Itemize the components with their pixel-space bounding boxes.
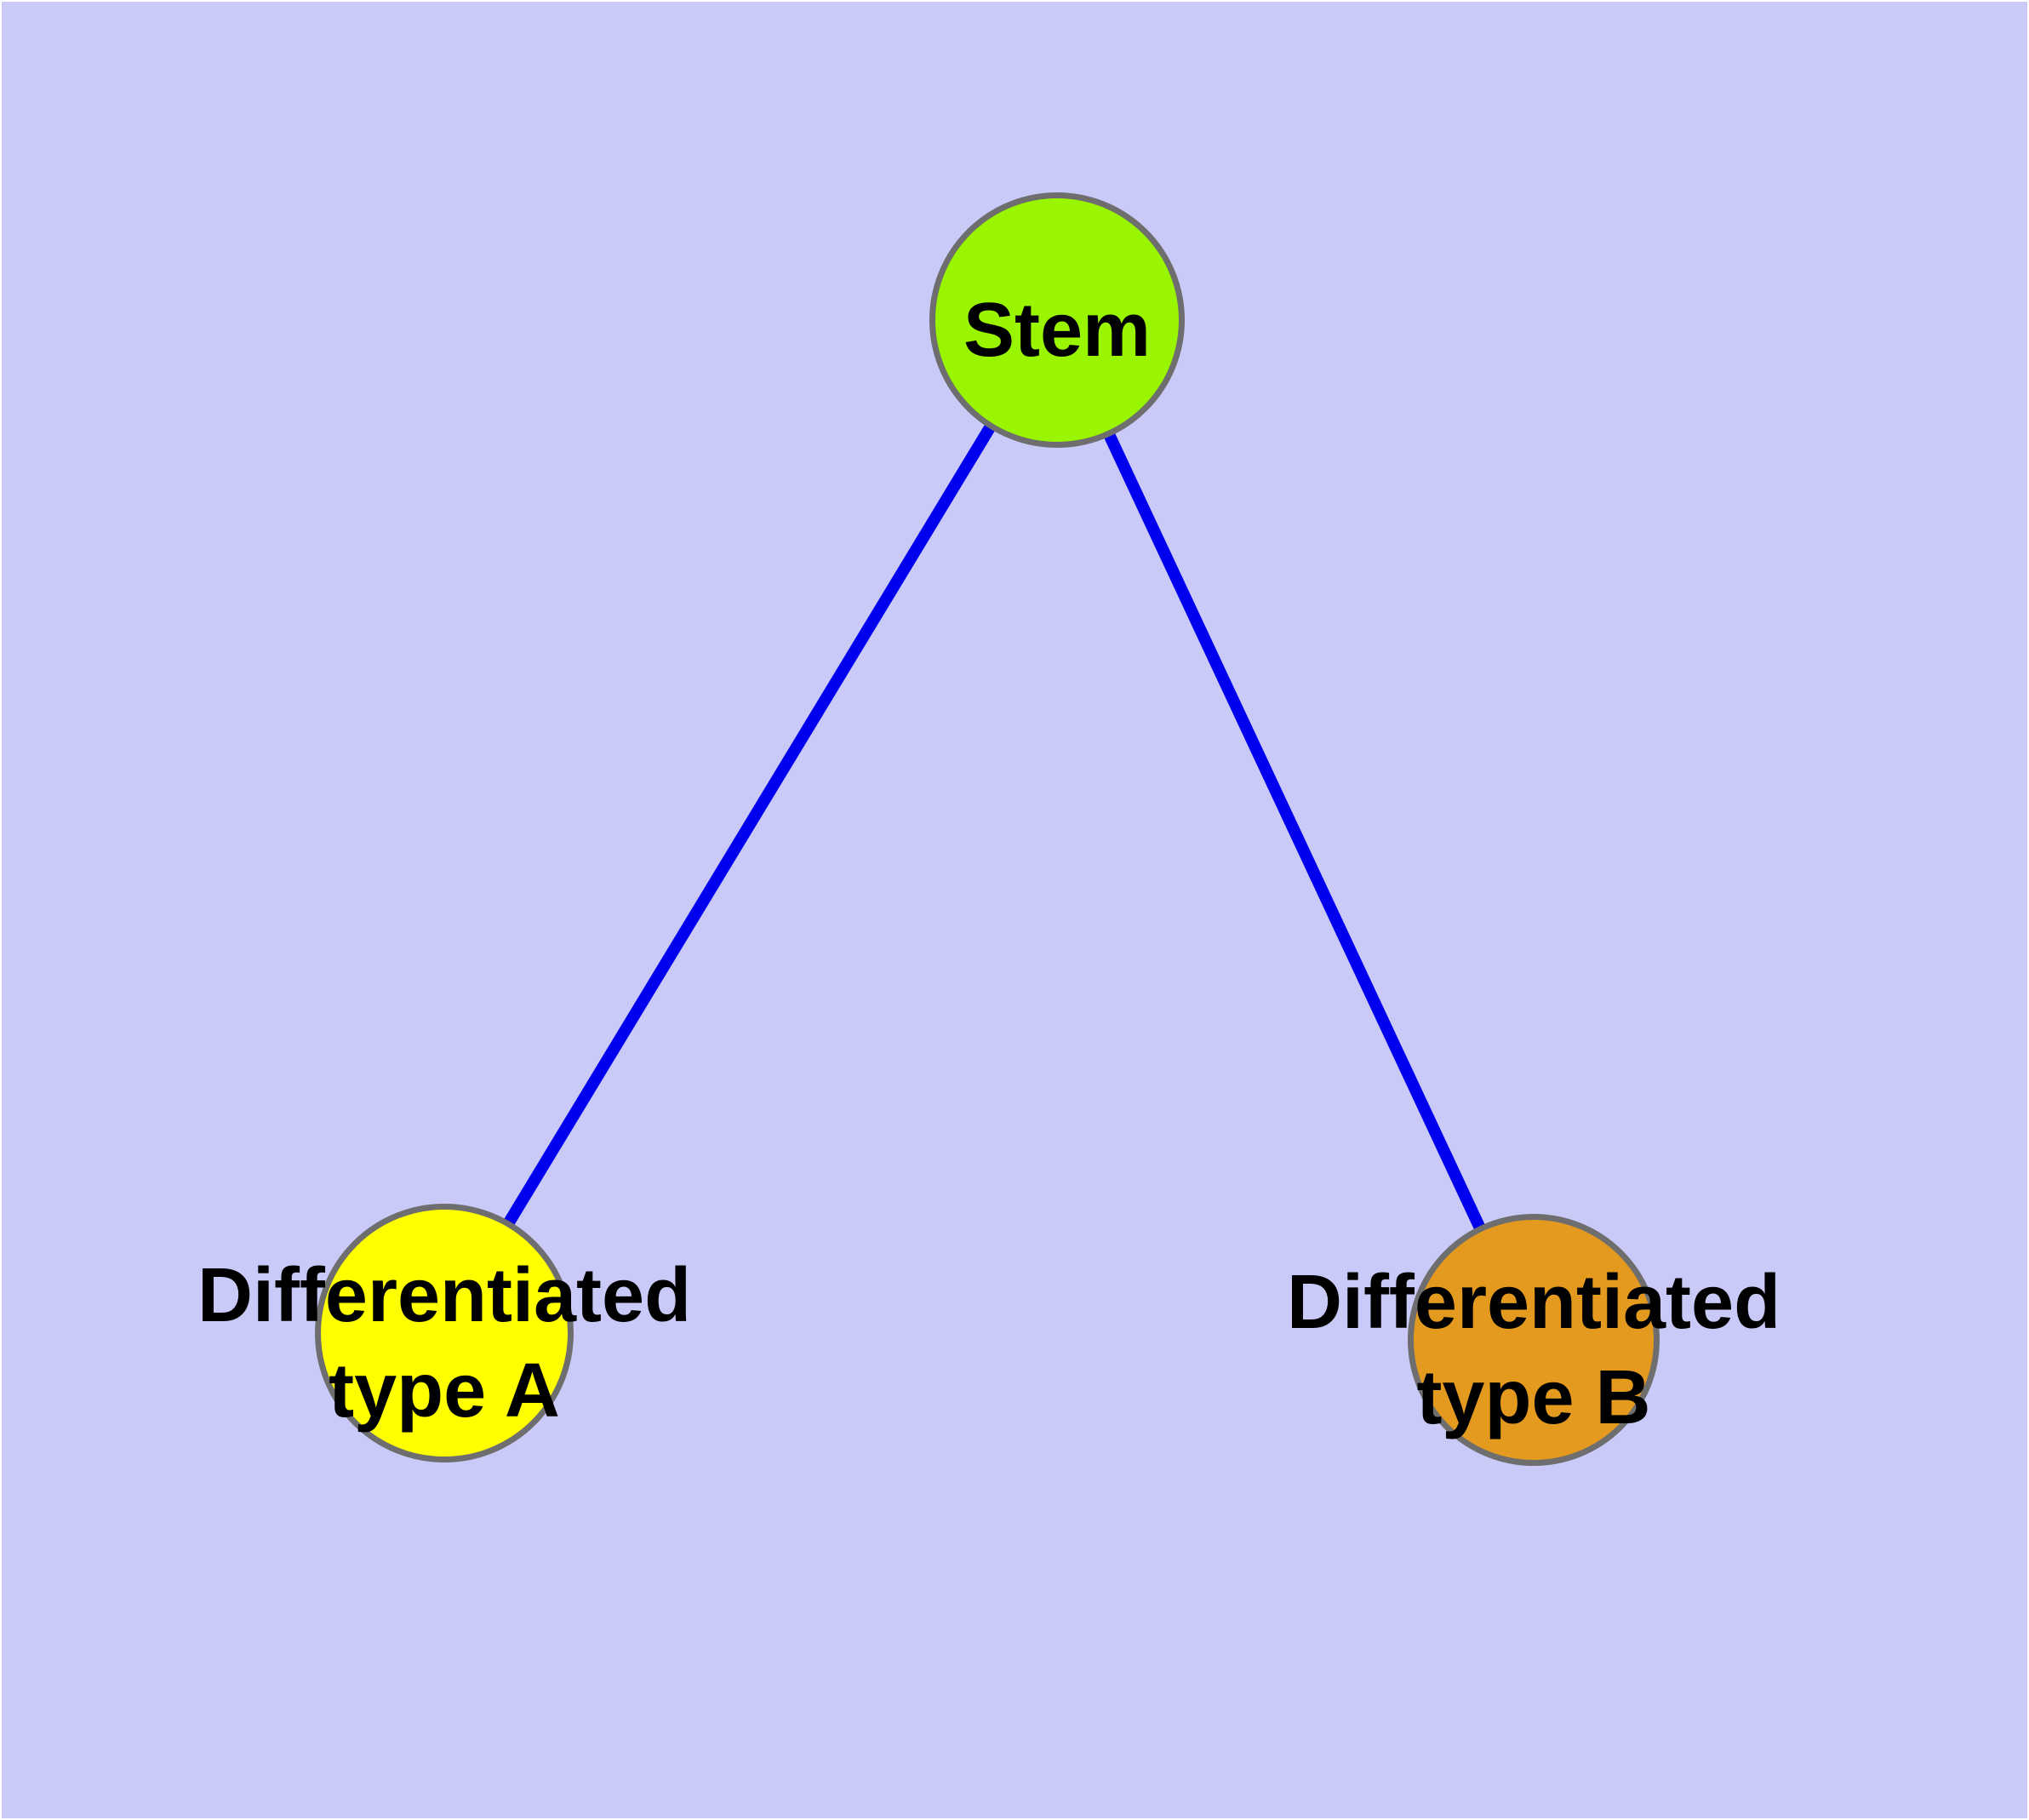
node-differentiated-type-a-label: Differentiated type A — [197, 1248, 691, 1439]
node-type-b-label-line1: Differentiated — [1286, 1260, 1781, 1345]
edge-stem-to-type-a — [438, 316, 1060, 1334]
node-stem-label: Stem — [963, 283, 1151, 378]
edge-stem-to-type-b — [1049, 317, 1537, 1341]
node-stem-label-line1: Stem — [963, 288, 1152, 373]
node-differentiated-type-b — [1408, 1214, 1660, 1466]
node-stem — [929, 192, 1185, 448]
node-type-a-label-line2: type A — [329, 1348, 560, 1434]
node-type-b-label-line2: type B — [1416, 1355, 1651, 1440]
node-type-a-label-line1: Differentiated — [197, 1253, 692, 1338]
node-differentiated-type-a — [315, 1204, 574, 1462]
node-differentiated-type-b-label: Differentiated type B — [1287, 1255, 1780, 1445]
